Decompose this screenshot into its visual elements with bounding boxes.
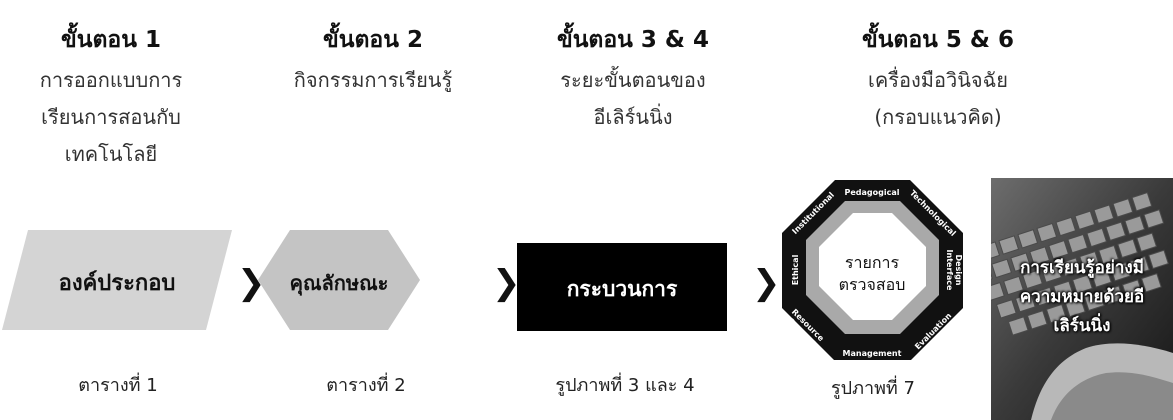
step-1-column: ขั้นตอน 1 การออกแบบการ เรียนการสอนกับ เท… xyxy=(0,24,222,173)
octagon-center-line-1: รายการ xyxy=(845,253,900,272)
process-flow-diagram: องค์ประกอบ ❯ คุณลักษณะ ❯ กระบวนการ ❯ ราย… xyxy=(2,180,963,360)
keyboard-photo: การเรียนรู้อย่างมี ความหมายด้วยอี เลิร์น… xyxy=(991,178,1173,420)
elearning-framework-octagon: รายการ ตรวจสอบ Pedagogical Management Et… xyxy=(782,180,963,360)
photo-caption: การเรียนรู้อย่างมี ความหมายด้วยอี เลิร์น… xyxy=(1019,258,1145,336)
step-2-column: ขั้นตอน 2 กิจกรรมการเรียนรู้ xyxy=(262,24,484,99)
step-1-description: การออกแบบการ เรียนการสอนกับ เทคโนโลยี xyxy=(39,68,183,166)
arrow-3: ❯ xyxy=(752,263,781,303)
step-3-column: ขั้นตอน 3 & 4 ระยะขั้นตอนของ อีเลิร์นนิ่… xyxy=(517,24,749,136)
step-2-description: กิจกรรมการเรียนรู้ xyxy=(293,68,453,92)
step-4-description: เครื่องมือวินิจฉัย (กรอบแนวคิด) xyxy=(868,68,1008,129)
step-3-description: ระยะขั้นตอนของ อีเลิร์นนิ่ง xyxy=(560,68,706,129)
octagon-center-line-2: ตรวจสอบ xyxy=(839,275,906,294)
characteristic-shape xyxy=(258,230,420,330)
step-1-title: ขั้นตอน 1 xyxy=(61,27,161,53)
label-management: Management xyxy=(843,349,902,358)
step-2-title: ขั้นตอน 2 xyxy=(323,27,423,53)
characteristic-label: คุณลักษณะ xyxy=(290,271,389,296)
caption-table-2: ตารางที่ 2 xyxy=(326,375,406,396)
caption-figure-7: รูปภาพที่ 7 xyxy=(831,378,915,399)
step-3-title: ขั้นตอน 3 & 4 xyxy=(556,27,709,53)
process-shape xyxy=(517,243,727,331)
caption-figure-3-4: รูปภาพที่ 3 และ 4 xyxy=(555,375,695,396)
keyboard-image xyxy=(991,178,1173,420)
step-4-column: ขั้นตอน 5 & 6 เครื่องมือวินิจฉัย (กรอบแน… xyxy=(822,24,1054,136)
label-interface-design-2: Design xyxy=(954,255,963,286)
label-pedagogical: Pedagogical xyxy=(845,188,900,197)
component-label: องค์ประกอบ xyxy=(59,270,176,296)
process-label: กระบวนการ xyxy=(567,277,678,301)
caption-table-1: ตารางที่ 1 xyxy=(78,375,158,396)
arrow-2-visible: ❯ xyxy=(492,263,521,303)
octagon-inner xyxy=(819,213,926,320)
label-interface-design-1: Interface xyxy=(945,250,954,291)
step-4-title: ขั้นตอน 5 & 6 xyxy=(861,27,1014,53)
label-ethical: Ethical xyxy=(791,254,800,285)
component-shape xyxy=(2,230,232,330)
